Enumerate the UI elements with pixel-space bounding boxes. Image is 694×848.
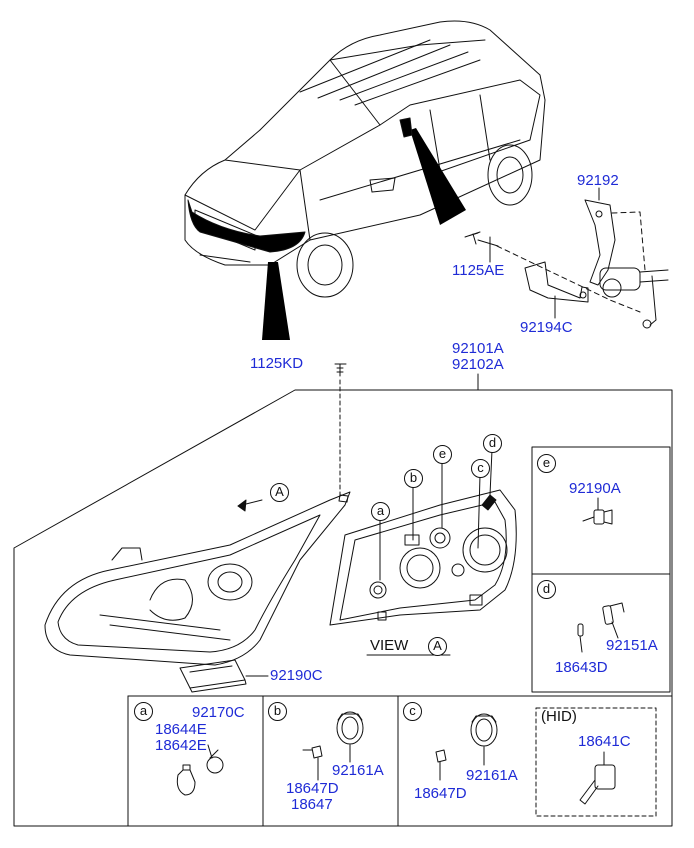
callout-e-box: e	[537, 454, 556, 473]
callout-b-box: b	[268, 702, 287, 721]
ballast-92190C-illustration	[179, 659, 269, 693]
part-92192[interactable]: 92192	[577, 172, 619, 189]
part-92101A[interactable]: 92101A	[452, 340, 504, 357]
bulb-c-illustration	[435, 713, 498, 781]
vehicle-illustration	[184, 20, 546, 298]
part-92151A[interactable]: 92151A	[606, 637, 658, 654]
part-92194C[interactable]: 92194C	[520, 319, 573, 336]
callout-d-rear: d	[483, 434, 502, 453]
bulb-b-illustration	[302, 711, 364, 781]
part-1125AE[interactable]: 1125AE	[452, 262, 505, 279]
part-92161A-b[interactable]: 92161A	[332, 762, 384, 779]
hid-label: (HID)	[541, 708, 577, 725]
part-92190C[interactable]: 92190C	[270, 667, 323, 684]
detail-box-d	[531, 573, 671, 693]
bulb-a-illustration	[176, 744, 224, 796]
part-18647D-c[interactable]: 18647D	[414, 785, 467, 802]
callout-c-box: c	[403, 702, 422, 721]
socket-d-illustration	[577, 602, 625, 653]
view-label: VIEW	[370, 637, 409, 654]
part-1125KD[interactable]: 1125KD	[250, 355, 304, 372]
callout-c-rear: c	[471, 459, 490, 478]
part-18647[interactable]: 18647	[291, 796, 333, 813]
callout-a-box: a	[134, 702, 153, 721]
part-18643D[interactable]: 18643D	[555, 659, 608, 676]
hid-bulb-illustration	[579, 751, 616, 805]
leveling-sensor-illustration	[464, 199, 669, 329]
part-92170C[interactable]: 92170C	[192, 704, 245, 721]
callout-b-rear: b	[404, 469, 423, 488]
callout-a-rear: a	[371, 502, 390, 521]
part-18644E[interactable]: 18644E	[155, 721, 207, 738]
main-frame	[13, 389, 673, 827]
callout-e-rear: e	[433, 445, 452, 464]
part-18647D-b[interactable]: 18647D	[286, 780, 339, 797]
callout-d-box: d	[537, 580, 556, 599]
view-ref-circle: A	[428, 637, 447, 656]
part-92190A[interactable]: 92190A	[569, 480, 621, 497]
part-92161A-c[interactable]: 92161A	[466, 767, 518, 784]
headlamp-rear-view-illustration	[329, 449, 517, 626]
part-92102A[interactable]: 92102A	[452, 356, 504, 373]
actuator-92190A-illustration	[582, 497, 613, 525]
part-18641C[interactable]: 18641C	[578, 733, 631, 750]
headlamp-illustration	[44, 491, 351, 666]
arrow-ref-circle: A	[270, 483, 289, 502]
part-18642E[interactable]: 18642E	[155, 737, 207, 754]
